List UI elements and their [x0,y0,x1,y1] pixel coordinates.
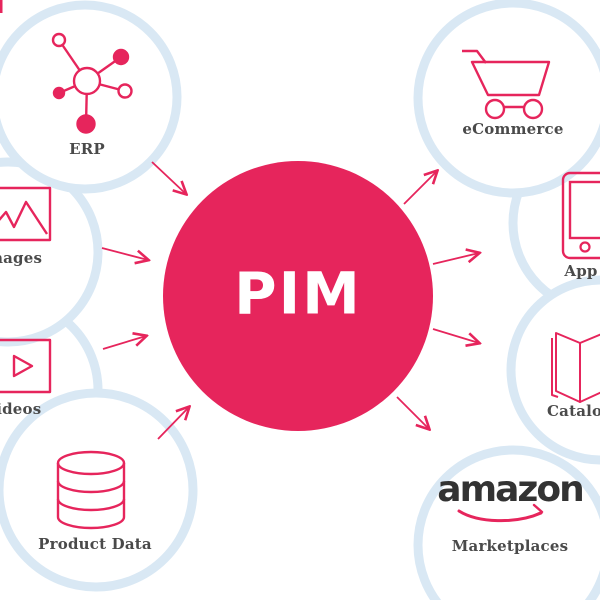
ecommerce-halo-circle [413,0,600,198]
input-arrows [101,161,189,440]
catalog-label: Catalog [547,402,600,420]
product-data-halo-circle [0,388,198,592]
arrow-pim-to-ecommerce [403,171,437,205]
arrow-videos-to-pim [102,336,146,350]
network-icon [51,32,133,134]
shopping-cart-icon [462,49,551,120]
ecommerce-label: eCommerce [462,120,564,138]
edge-fragment [0,0,3,13]
amazon-smile-icon [457,503,544,523]
arrow-erp-to-pim [151,161,186,194]
tablet-icon [561,171,600,260]
erp-label: ERP [69,140,105,158]
marketplaces-label: Marketplaces [451,537,569,555]
open-book-icon [551,332,600,403]
arrow-images-to-pim [101,247,148,260]
image-icon [0,186,52,242]
database-icon [56,450,126,530]
pim-center-label: PIM [234,259,362,328]
arrow-pim-to-marketplaces [396,396,429,429]
app-label: App [564,262,598,280]
marketplaces-halo-circle [413,445,600,600]
product-data-label: Product Data [38,535,152,553]
erp-halo-circle [0,0,182,194]
pim-center-circle [163,161,433,431]
images-label: Images [0,249,43,267]
output-arrows [396,171,479,429]
video-icon [0,338,52,394]
arrow-product-data-to-pim [157,407,189,440]
amazon-logo-text: amazon [437,469,584,510]
arrow-pim-to-app [432,253,479,265]
arrow-pim-to-catalog [432,328,479,343]
videos-label: Videos [0,400,42,418]
